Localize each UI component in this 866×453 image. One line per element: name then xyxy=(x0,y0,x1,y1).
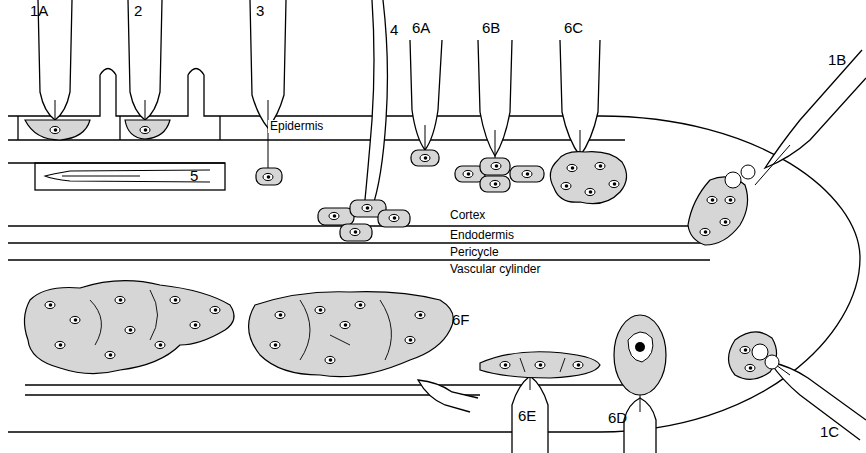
callout-number: 1C xyxy=(820,424,839,441)
callout-number: 4 xyxy=(390,22,398,39)
callout-number: 6C xyxy=(564,20,583,37)
tissue-label: Epidermis xyxy=(268,120,325,133)
callout-number: 6D xyxy=(608,410,627,427)
tissue-label: Vascular cylinder xyxy=(448,263,542,276)
callout-number: 6F xyxy=(452,312,470,329)
callout-number: 5 xyxy=(190,168,198,185)
callout-number: 6A xyxy=(412,20,430,37)
tissue-label: Endodermis xyxy=(448,229,516,242)
callout-number: 6E xyxy=(518,408,536,425)
callout-number: 1A xyxy=(30,3,48,20)
tissue-label: Pericycle xyxy=(448,246,501,259)
callout-number: 3 xyxy=(256,3,264,20)
callout-number: 6B xyxy=(482,20,500,37)
callout-number: 1B xyxy=(828,52,846,69)
callout-number: 2 xyxy=(134,3,142,20)
tissue-label: Cortex xyxy=(448,209,487,222)
